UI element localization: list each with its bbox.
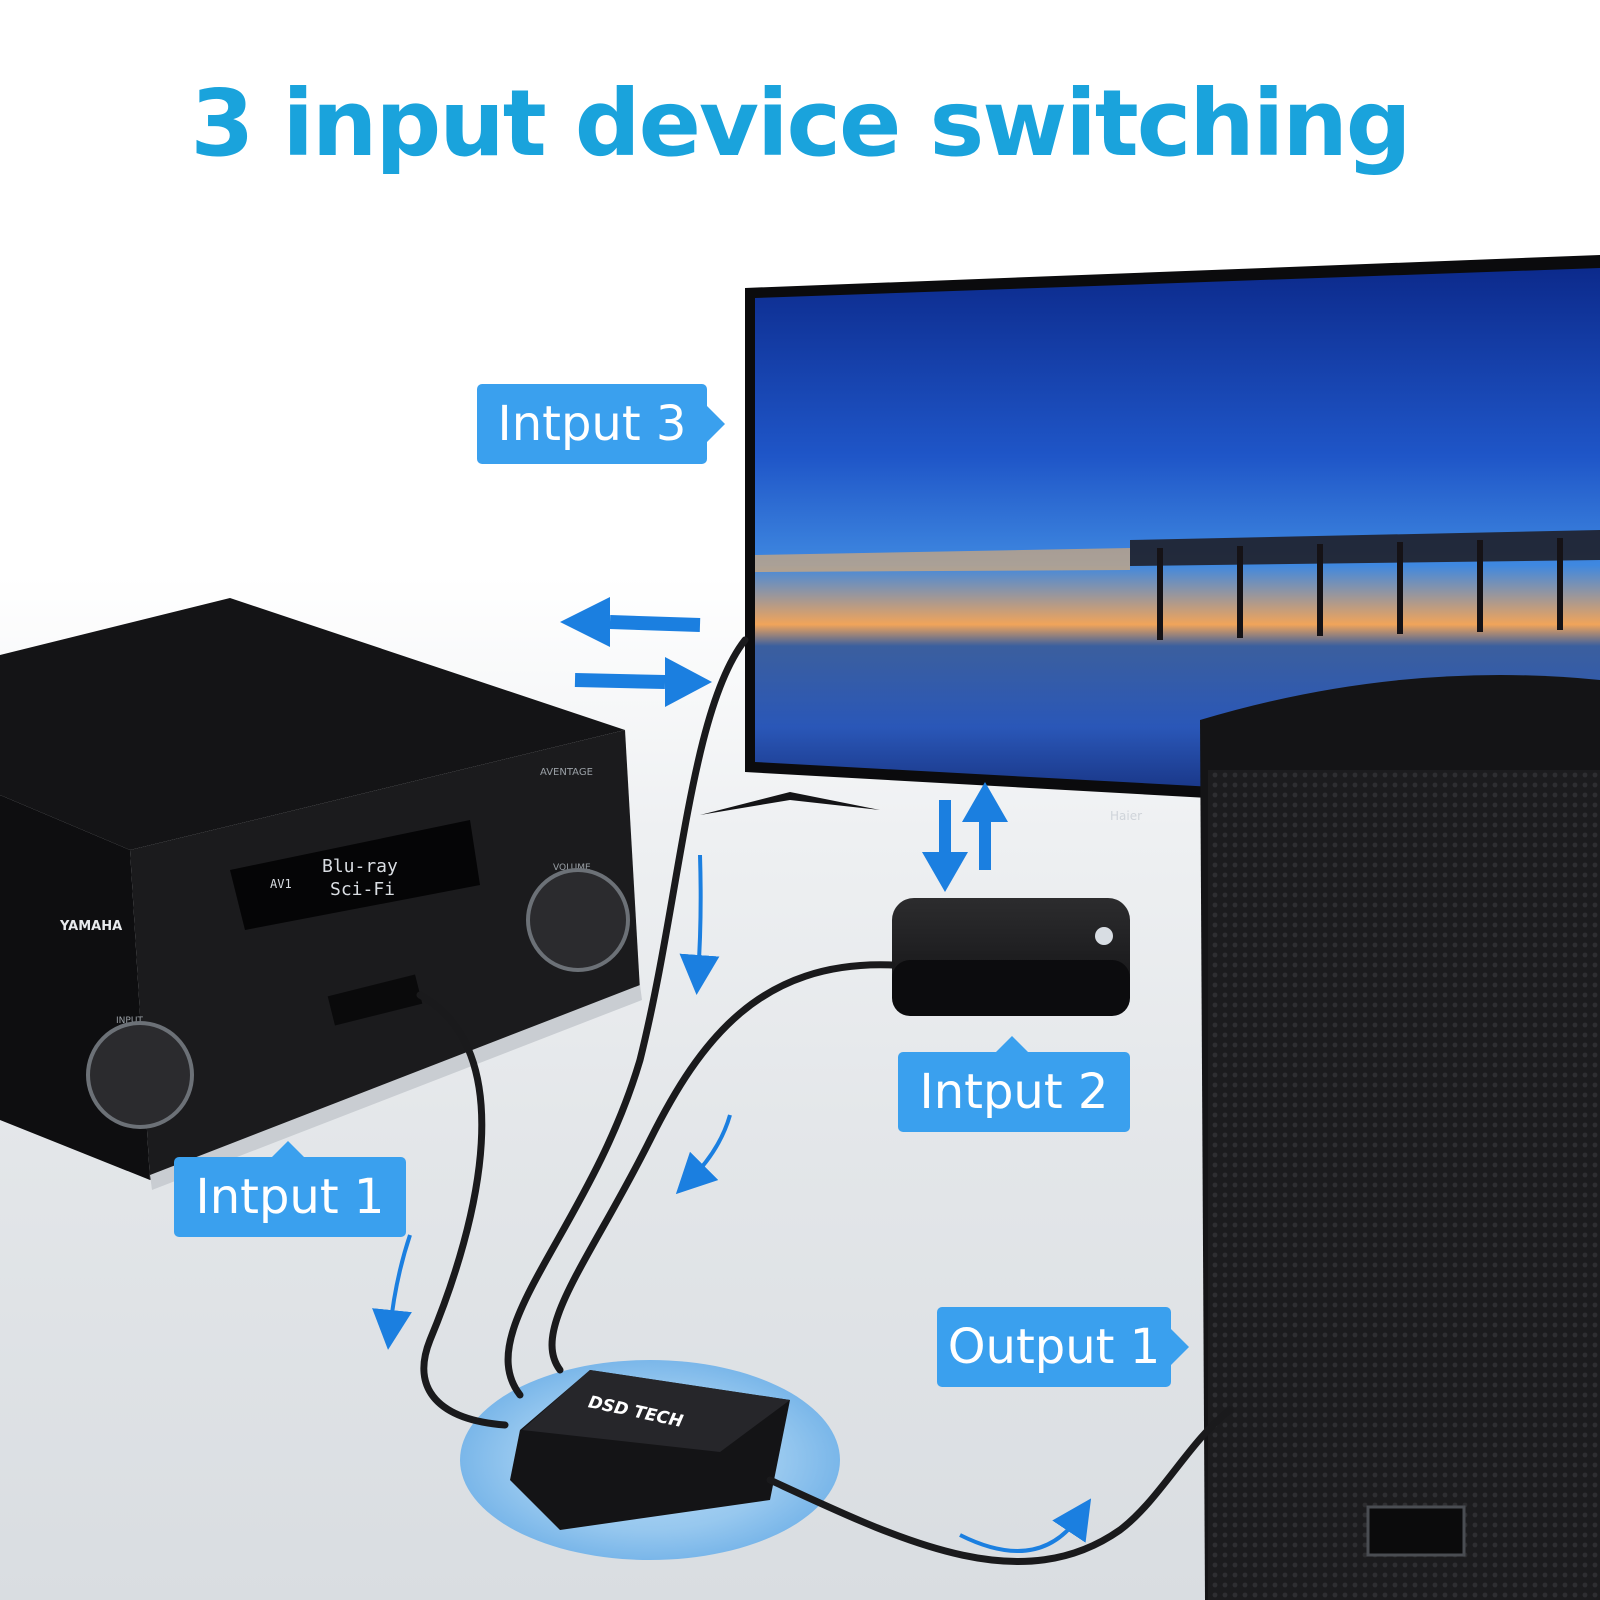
swap-arrows-icon bbox=[560, 597, 1008, 892]
speaker bbox=[1200, 675, 1600, 1600]
headline: 3 input device switching bbox=[190, 70, 1411, 177]
callout-input-2: Intput 2 bbox=[898, 1036, 1130, 1132]
receiver-display-line2: Sci-Fi bbox=[330, 879, 395, 900]
callout-input-1: Intput 1 bbox=[174, 1141, 406, 1237]
tv-brand: Haier bbox=[1110, 809, 1142, 823]
audio-switcher: DSD TECH bbox=[460, 1360, 840, 1560]
receiver-brand: YAMAHA bbox=[59, 919, 122, 934]
callout-output-1: Output 1 bbox=[937, 1307, 1189, 1387]
receiver-series: AVENTAGE bbox=[540, 767, 593, 778]
receiver-display-source: AV1 bbox=[270, 877, 292, 891]
input-knob bbox=[86, 1021, 194, 1129]
curved-arrow-icon bbox=[959, 1498, 1092, 1553]
down-arrow-icon bbox=[372, 854, 732, 1350]
receiver-volume-label: VOLUME bbox=[553, 863, 591, 873]
receiver-display-line1: Blu-ray bbox=[322, 856, 398, 877]
callout-input-3: Intput 3 bbox=[477, 384, 725, 464]
av-receiver: Blu-ray Sci-Fi AV1 YAMAHA AVENTAGE VOLUM… bbox=[0, 598, 642, 1190]
receiver-input-label: INPUT bbox=[116, 1016, 143, 1026]
media-box bbox=[892, 898, 1130, 1016]
tv: Haier bbox=[700, 255, 1600, 823]
volume-knob bbox=[526, 868, 630, 972]
cables bbox=[416, 636, 1234, 1565]
